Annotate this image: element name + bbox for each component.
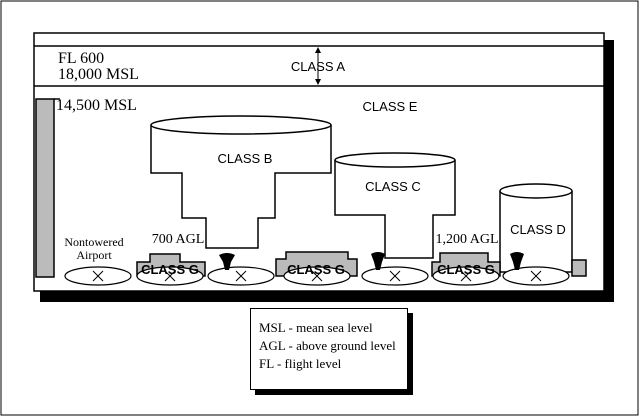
class-d-label: CLASS D [510, 222, 566, 237]
class-b-label: CLASS B [218, 151, 273, 166]
class-d-top [499, 183, 573, 199]
class-g-block-4 [571, 259, 587, 277]
tower-icon [510, 252, 524, 270]
tower-icon [371, 252, 385, 270]
msl18000-label: 18,000 MSL [58, 66, 139, 83]
legend-item-agl: AGL - above ground level [259, 338, 396, 353]
arrow-down-icon [315, 79, 321, 85]
class-c-label: CLASS C [365, 179, 421, 194]
msl14500-label: 14,500 MSL [56, 97, 137, 114]
class-e-floor-column [35, 98, 55, 278]
tower-icon [219, 253, 235, 270]
class-g-label: CLASS G [437, 262, 495, 277]
legend: MSL - mean sea level AGL - above ground … [250, 308, 408, 390]
class-b-top [150, 115, 332, 135]
nontowered-airport-label-line1: Nontowered [64, 235, 123, 249]
class-a-label: CLASS A [291, 59, 346, 74]
runway-crosses [92, 270, 542, 282]
arrow-up-icon [315, 47, 321, 53]
class-g-label: CLASS G [287, 262, 345, 277]
class-g-label: CLASS G [141, 262, 199, 277]
class-c-top [334, 152, 456, 168]
class-b-outline [150, 125, 332, 249]
agl-700-label: 700 AGL [152, 232, 205, 247]
class-c-outline [334, 160, 456, 259]
nontowered-airport-label-line2: Airport [76, 248, 112, 262]
fl600-label: FL 600 [58, 50, 104, 67]
legend-item-fl: FL - flight level [259, 356, 342, 371]
agl-1200-label: 1,200 AGL [436, 232, 499, 247]
legend-item-msl: MSL - mean sea level [259, 320, 373, 335]
class-e-label: CLASS E [363, 99, 418, 114]
